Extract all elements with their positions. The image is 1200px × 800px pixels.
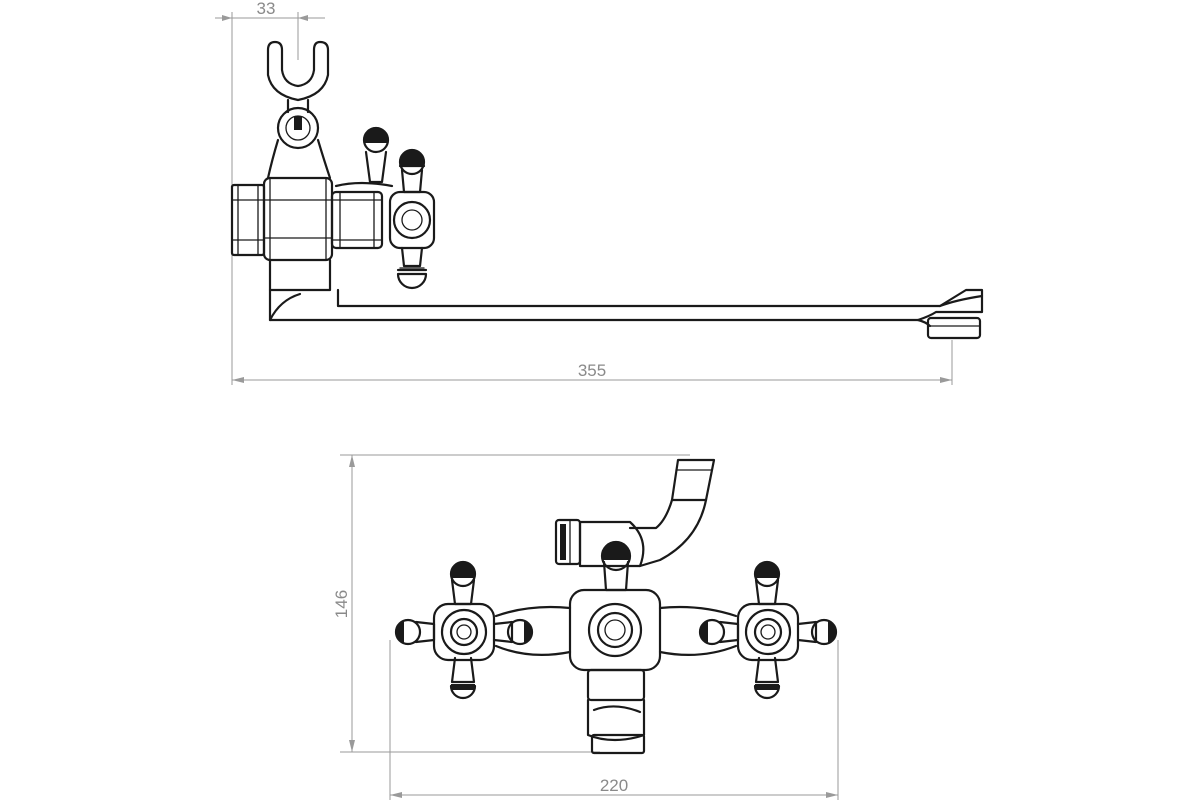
connector-cylinder (330, 190, 384, 250)
center-body (568, 588, 662, 755)
cross-handle-right (698, 560, 838, 700)
dimension-total-length: 355 (232, 340, 953, 385)
wall-nut (230, 183, 266, 257)
dimension-height-label: 146 (332, 590, 351, 618)
cross-handle-left (394, 560, 534, 700)
side-view: 33 355 (215, 0, 984, 385)
cross-handle-side (388, 148, 436, 290)
dimension-total-length-label: 355 (578, 361, 606, 380)
dimension-width-label: 220 (600, 776, 628, 795)
shower-holder (266, 40, 332, 180)
body-arms (494, 605, 738, 656)
shower-outlet (554, 458, 716, 568)
dimension-width: 220 (389, 640, 839, 800)
long-spout (268, 288, 984, 340)
dimension-offset-label: 33 (257, 0, 276, 18)
dimension-height: 146 (332, 454, 690, 753)
mixer-body (262, 176, 334, 292)
front-view: 146 220 (332, 454, 839, 800)
diverter-knob (334, 126, 394, 188)
